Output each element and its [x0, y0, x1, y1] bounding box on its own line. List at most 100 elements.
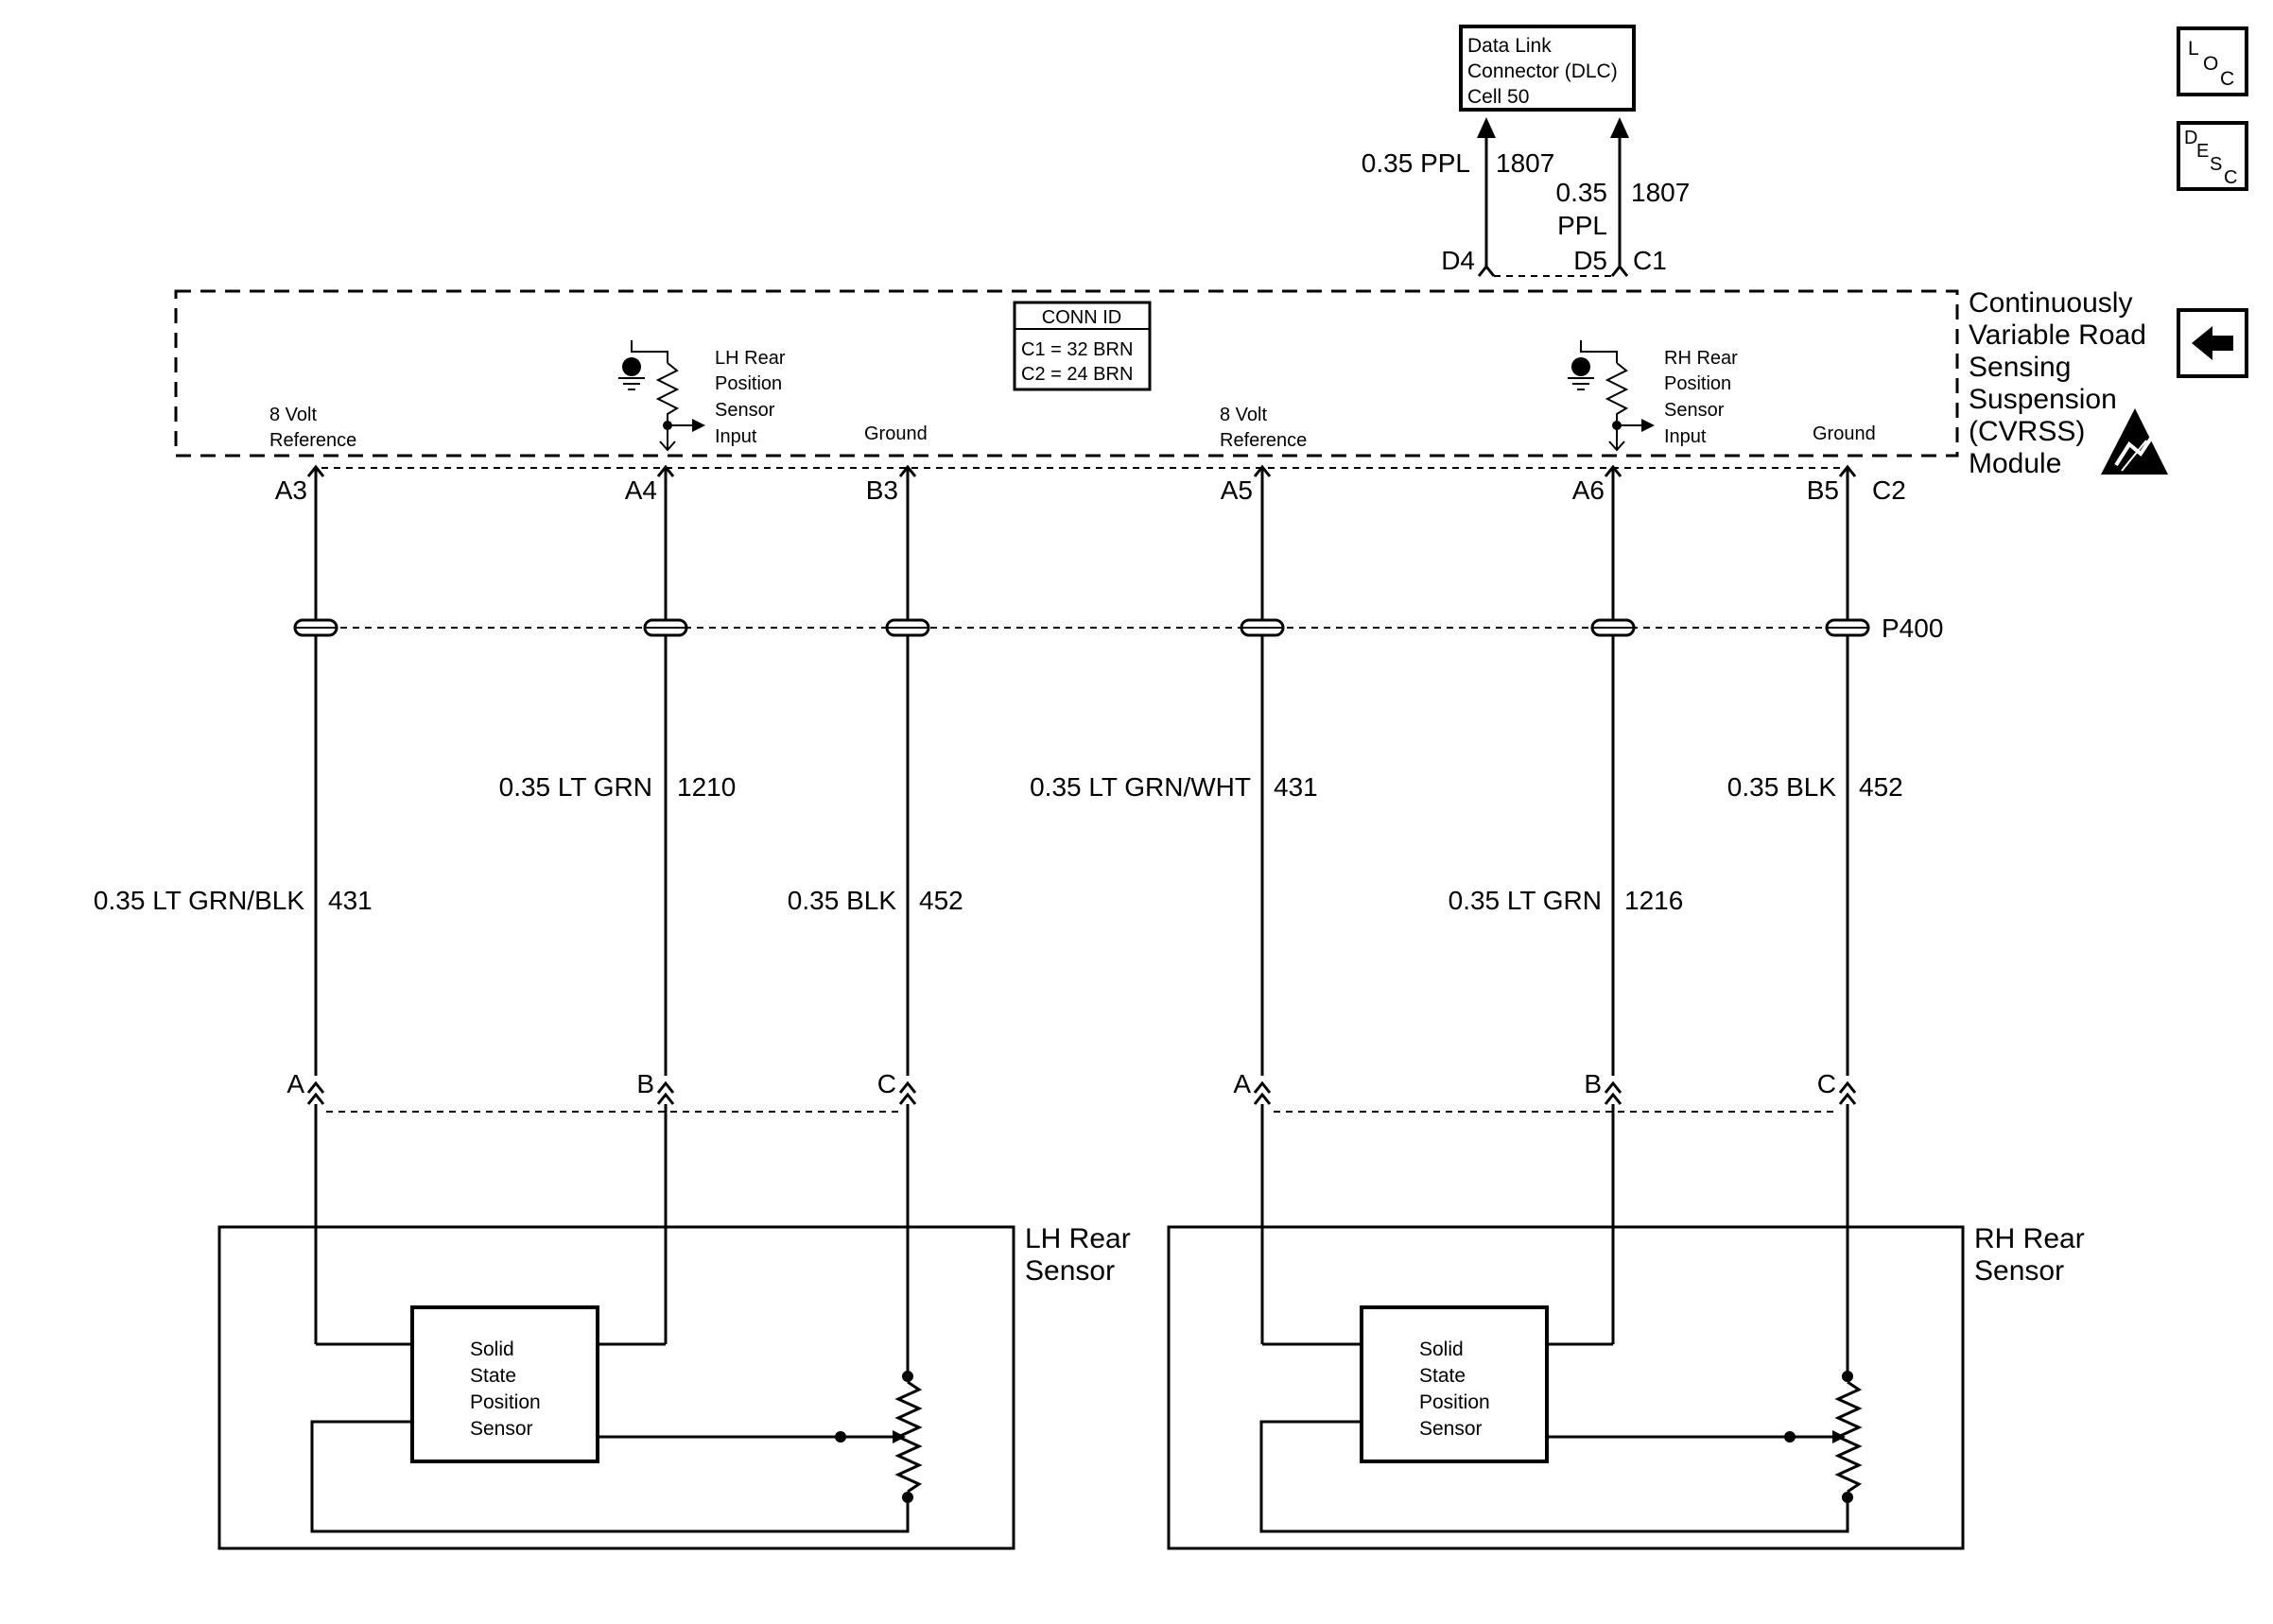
esd-warning-icon: [2101, 408, 2168, 475]
reference-label: 8 Volt: [269, 405, 317, 425]
module-internal-labels: 8 Volt Reference LH Rear Position Sensor…: [269, 348, 1876, 451]
reference-label: 8 Volt: [1220, 405, 1267, 425]
input-label: Input: [1664, 426, 1707, 447]
dlc-wire-size: 0.35: [1556, 178, 1608, 207]
wire-labels: 0.35 LT GRN/BLK 431 0.35 LT GRN 1210 0.3…: [94, 772, 1903, 915]
sensor-leads: [314, 1104, 1849, 1376]
sensor-pin-label: A: [286, 1069, 304, 1098]
svg-text:E: E: [2196, 141, 2209, 162]
dlc-wire-size: PPL: [1557, 211, 1607, 240]
sensor-pin-label: A: [1233, 1069, 1251, 1098]
rh-rear-sensor: RH Rear Sensor Solid State Position Sens…: [1167, 1223, 2085, 1550]
back-button[interactable]: [2177, 308, 2248, 378]
solid-state-label: Position: [1419, 1391, 1490, 1413]
sensor-connectors: A B C A B C: [286, 1069, 1857, 1113]
reference-label: Reference: [269, 430, 356, 451]
wire-a3: [306, 464, 325, 1076]
ground-label: Ground: [864, 423, 928, 444]
p400-inline-connector: P400: [293, 613, 1943, 643]
sensor-title: RH Rear: [1974, 1223, 2085, 1254]
conn-id-c2: C2 = 24 BRN: [1021, 364, 1133, 385]
desc-button[interactable]: D E S C: [2177, 121, 2248, 191]
svg-text:S: S: [2210, 154, 2222, 175]
input-label: Sensor: [1664, 400, 1725, 421]
wire-circuit: 431: [1274, 772, 1318, 802]
pin-label: B5: [1807, 475, 1839, 505]
sensor-title: Sensor: [1974, 1255, 2064, 1287]
left-arrow-icon: [2192, 326, 2233, 360]
module-label: Sensing: [1969, 352, 2071, 383]
svg-text:D: D: [2184, 128, 2197, 148]
dlc-box: Data Link Connector (DLC) Cell 50: [1459, 25, 1636, 112]
wire-size: 0.35 LT GRN: [499, 772, 652, 802]
lh-rear-sensor: LH Rear Sensor Solid State Position Sens…: [217, 1223, 1131, 1550]
wire-size: 0.35 BLK: [788, 886, 897, 915]
input-label: RH Rear: [1664, 348, 1738, 369]
module-label: Module: [1969, 448, 2061, 479]
wire-b3: [898, 464, 917, 1076]
module-label: Suspension: [1969, 384, 2117, 415]
wire-b5: [1838, 464, 1857, 1076]
dlc-label: Cell 50: [1467, 86, 1529, 108]
pin-label: A5: [1221, 475, 1253, 505]
inline-terminal: [643, 618, 688, 637]
rh-sensor-connector: A B C: [1233, 1069, 1857, 1113]
wire-a5: [1253, 464, 1272, 1076]
dlc-wire-circuit: 1807: [1631, 178, 1690, 207]
wire-a6: [1604, 464, 1622, 1076]
wire-circuit: 1216: [1624, 886, 1683, 915]
loc-button[interactable]: L O C: [2177, 26, 2248, 96]
module-label: Continuously: [1969, 287, 2132, 319]
solid-state-label: State: [1419, 1365, 1466, 1387]
conn-id-box: CONN ID C1 = 32 BRN C2 = 24 BRN: [1013, 301, 1152, 391]
input-label: Sensor: [715, 400, 775, 421]
pin-label: A4: [625, 475, 657, 505]
dlc-label: Connector (DLC): [1467, 60, 1618, 82]
dlc-wire-circuit: 1807: [1496, 148, 1554, 178]
solid-state-label: Sensor: [1419, 1418, 1483, 1440]
lh-input-resistor: [618, 340, 705, 452]
reference-label: Reference: [1220, 430, 1307, 451]
solid-state-label: State: [470, 1365, 516, 1387]
pin-label: A6: [1572, 475, 1605, 505]
solid-state-label: Position: [470, 1391, 541, 1413]
solid-state-label: Solid: [470, 1339, 514, 1360]
pin-label: A3: [275, 475, 307, 505]
wire-a4: [656, 464, 675, 1076]
inline-terminal: [1240, 618, 1285, 637]
pin-label: C2: [1872, 475, 1906, 505]
potentiometer: [894, 1380, 923, 1494]
wire-size: 0.35 LT GRN/WHT: [1030, 772, 1251, 802]
module-name: Continuously Variable Road Sensing Suspe…: [1969, 287, 2146, 479]
pin-label: B3: [866, 475, 898, 505]
wire-circuit: 431: [328, 886, 373, 915]
sensor-pin-label: C: [1817, 1069, 1836, 1098]
wire-circuit: 452: [919, 886, 963, 915]
sensor-pin-label: B: [636, 1069, 654, 1098]
solid-state-label: Sensor: [470, 1418, 533, 1440]
harness-wires: [306, 464, 1857, 1076]
wire-circuit: 1210: [677, 772, 736, 802]
sensor-pin-label: B: [1584, 1069, 1602, 1098]
svg-text:C: C: [2220, 68, 2234, 90]
input-label: LH Rear: [715, 348, 786, 369]
svg-text:L: L: [2188, 38, 2199, 60]
svg-text:O: O: [2203, 53, 2218, 75]
inline-terminal: [1825, 618, 1870, 637]
solid-state-sensor-box: [1360, 1305, 1549, 1463]
inline-terminal: [1590, 618, 1636, 637]
inline-connector-label: P400: [1882, 613, 1943, 643]
svg-text:C: C: [2224, 167, 2237, 188]
input-label: Position: [715, 373, 782, 394]
wire-size: 0.35 LT GRN: [1449, 886, 1602, 915]
dlc-wire-size: 0.35 PPL: [1362, 148, 1470, 178]
solid-state-label: Solid: [1419, 1339, 1464, 1360]
module-label: (CVRSS): [1969, 416, 2085, 447]
conn-id-title: CONN ID: [1042, 307, 1121, 328]
pin-label: C1: [1633, 246, 1667, 275]
wire-size: 0.35 LT GRN/BLK: [94, 886, 304, 915]
ground-label: Ground: [1813, 423, 1876, 444]
cvrss-module-box: [174, 289, 1959, 458]
sensor-pin-label: C: [877, 1069, 896, 1098]
